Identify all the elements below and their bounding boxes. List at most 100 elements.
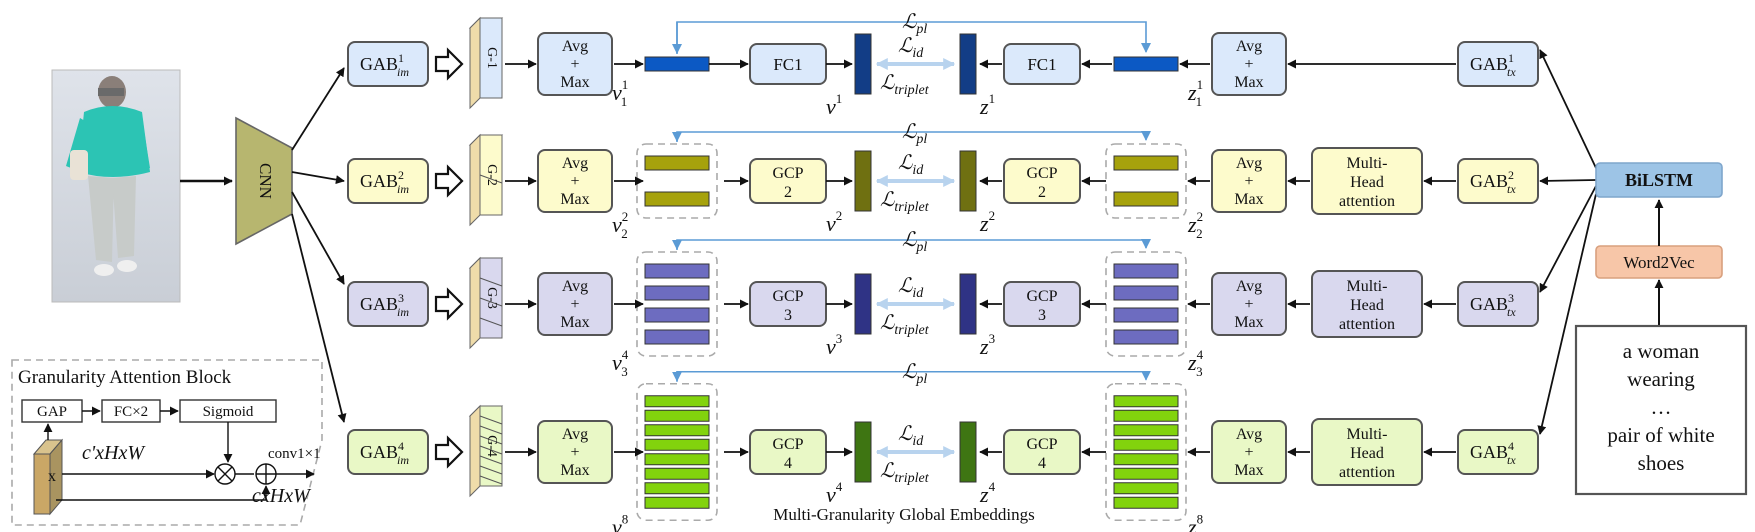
text-span: v bbox=[612, 514, 622, 532]
text-span: GAB bbox=[360, 171, 398, 191]
text-part-bars bbox=[1105, 251, 1187, 357]
part-bar bbox=[1113, 395, 1179, 408]
gab-im-box bbox=[347, 429, 429, 475]
part-bar bbox=[644, 329, 710, 345]
gab-tx-box bbox=[1457, 41, 1539, 87]
gcp-text-label: GCP bbox=[1026, 436, 1057, 453]
loss-pl-label: ℒpl bbox=[902, 361, 927, 387]
multi-label: Multi- bbox=[1347, 278, 1388, 295]
text-span: GAB bbox=[1470, 54, 1508, 74]
avg-max-pool: Avg+Max bbox=[537, 32, 613, 96]
arrow bbox=[291, 67, 345, 151]
part-bar bbox=[1113, 155, 1179, 171]
text-span: 8 bbox=[1197, 511, 1204, 526]
v-global-vector bbox=[854, 150, 872, 212]
text-part-bars bbox=[1113, 56, 1179, 72]
part-bar bbox=[1113, 424, 1179, 437]
text-span: ℒ bbox=[902, 11, 917, 33]
conv-label: conv1×1 bbox=[268, 446, 321, 462]
loss-id-label: ℒid bbox=[898, 275, 924, 301]
block-arrow bbox=[434, 47, 464, 81]
gcp-text-label: GCP bbox=[1026, 165, 1057, 182]
avg-max-pool: Avg+Max bbox=[537, 149, 613, 213]
text-span: im bbox=[397, 65, 409, 79]
max-label: Max bbox=[1234, 191, 1263, 208]
text-span: z bbox=[1187, 350, 1197, 375]
text-span: GAB bbox=[360, 442, 398, 462]
text-span: tx bbox=[1507, 453, 1516, 467]
row-granularity-4: GAB4imG-4Avg+Maxv84GCP4v4z4ℒidℒtripletGC… bbox=[291, 193, 1597, 532]
gcp-image-num: 4 bbox=[784, 455, 792, 472]
fc1-text-label: FC1 bbox=[1027, 55, 1056, 74]
part-bar bbox=[644, 155, 710, 171]
svg-text:Sigmoid: Sigmoid bbox=[203, 404, 254, 420]
slab-label: G-1 bbox=[484, 47, 499, 69]
part-bar bbox=[644, 191, 710, 207]
block-arrow bbox=[434, 435, 464, 469]
image-part-bars bbox=[636, 251, 718, 357]
slab-label: G-2 bbox=[484, 164, 499, 186]
slab-stripe bbox=[479, 415, 503, 425]
text-span: GAB bbox=[1470, 171, 1508, 191]
text-span: ℒ bbox=[898, 423, 913, 445]
part-bar bbox=[644, 56, 710, 72]
text-span: tx bbox=[1507, 65, 1516, 79]
text-span: 4 bbox=[621, 528, 628, 532]
text-part-bars bbox=[1105, 143, 1187, 219]
avg-label: Avg bbox=[1236, 278, 1262, 295]
gcp-text-box bbox=[1003, 158, 1081, 204]
feature-slab: G-3 bbox=[468, 256, 504, 350]
gcp-text-num: 4 bbox=[1038, 455, 1046, 472]
text-span: triplet bbox=[894, 471, 929, 486]
text-span: z bbox=[979, 334, 989, 359]
text-span: v bbox=[612, 212, 622, 237]
gab-tx-box bbox=[1457, 281, 1539, 327]
multiply-op bbox=[214, 463, 236, 485]
block-arrow bbox=[434, 287, 464, 321]
plus-label: + bbox=[570, 173, 579, 190]
text-span: 2 bbox=[1197, 209, 1204, 224]
word2vec-label: Word2Vec bbox=[1623, 253, 1695, 272]
text-span: 2 bbox=[1508, 168, 1514, 182]
attention-label: attention bbox=[1339, 193, 1395, 210]
gcp-image-label: GCP bbox=[772, 165, 803, 182]
avg-label: Avg bbox=[1236, 155, 1262, 172]
v-global-vector bbox=[854, 273, 872, 335]
v-global-vector bbox=[854, 421, 872, 483]
head-label: Head bbox=[1350, 174, 1384, 191]
text-span: ℒ bbox=[880, 72, 895, 94]
z-global-label: z2 bbox=[979, 208, 995, 236]
text-span: 1 bbox=[1197, 77, 1203, 92]
text-span: im bbox=[397, 182, 409, 196]
text-span: 3 bbox=[621, 364, 628, 379]
fc1-image-label: FC1 bbox=[773, 55, 802, 74]
attention-label: attention bbox=[1339, 316, 1395, 333]
slab-stripe bbox=[479, 297, 503, 307]
text-span: pl bbox=[915, 22, 927, 37]
slab-stripe bbox=[479, 465, 503, 475]
z-global-vector bbox=[959, 273, 977, 335]
part-bar bbox=[1113, 307, 1179, 323]
feature-slab: G-1 bbox=[468, 16, 504, 110]
text-span: id bbox=[912, 434, 924, 449]
multi-head-attention: Multi- Head attention bbox=[1311, 270, 1423, 338]
head-label: Head bbox=[1350, 297, 1384, 314]
v-global-label: v2 bbox=[826, 208, 842, 236]
bottom-caption: Multi-Granularity Global Embeddings bbox=[773, 505, 1035, 524]
gcp-image-num: 2 bbox=[784, 184, 792, 201]
person-image bbox=[51, 69, 181, 303]
text-span: z bbox=[979, 211, 989, 236]
multi-head-box bbox=[1311, 270, 1423, 338]
text-span: id bbox=[912, 163, 924, 178]
v-global-label: v3 bbox=[826, 331, 842, 359]
max-label: Max bbox=[560, 314, 589, 331]
text-span: 1 bbox=[621, 94, 628, 109]
part-group-frame bbox=[636, 143, 718, 219]
